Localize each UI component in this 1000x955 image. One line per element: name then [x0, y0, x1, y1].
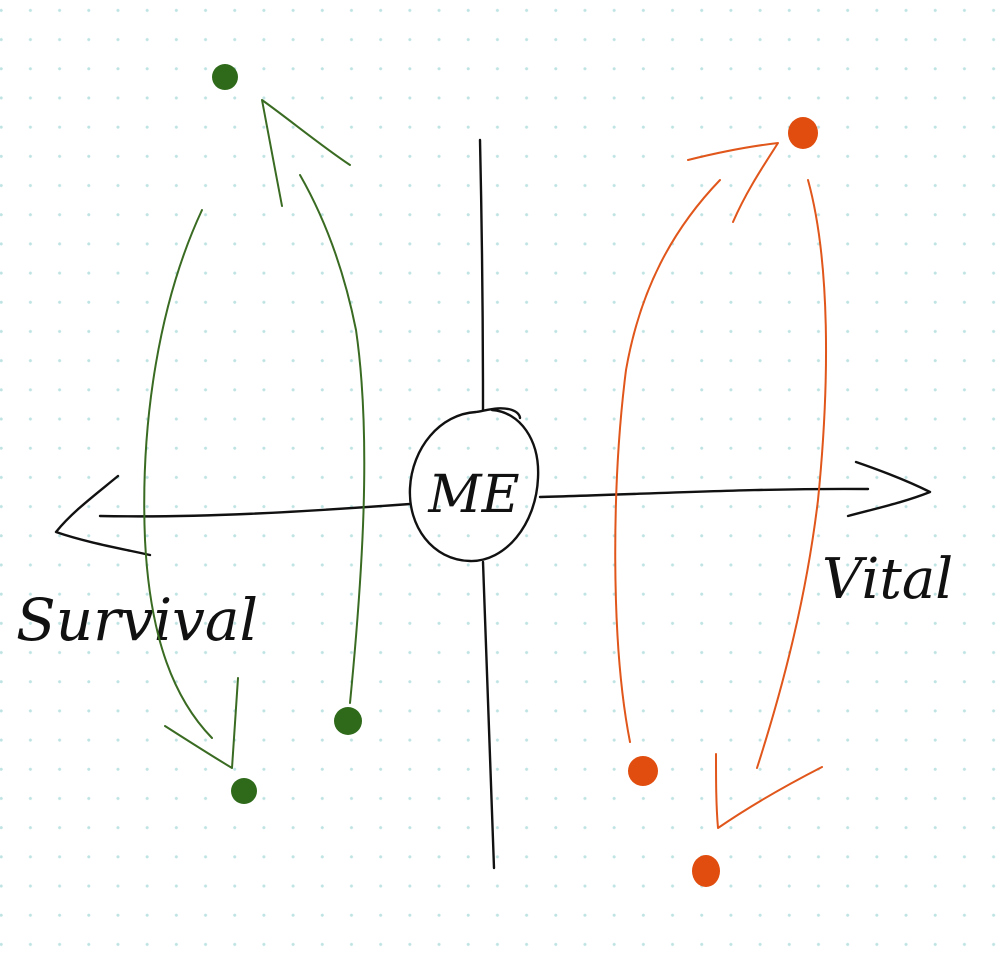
orange-arc-up [614, 179, 721, 743]
horizontal-axis-right [538, 487, 870, 499]
green-arc-up [299, 174, 366, 704]
green-dot-top [212, 64, 238, 90]
right-arrowhead [846, 460, 932, 518]
vertical-axis-upper [478, 138, 485, 412]
right-label: Vital [822, 547, 953, 612]
orange-dot-middle [628, 756, 658, 786]
orange-arc-down [756, 179, 828, 769]
center-circle [408, 407, 540, 563]
left-arrowhead [54, 474, 152, 557]
orange-arrowhead-down [715, 753, 823, 829]
green-dot-middle [334, 707, 362, 735]
horizontal-axis-left [98, 502, 412, 518]
orange-dot-bottom [692, 855, 720, 887]
orange-arrowhead-up [687, 142, 779, 223]
green-arc-down [143, 209, 213, 739]
orange-dot-top [788, 117, 818, 149]
green-arrowhead-up [261, 99, 351, 207]
green-arrowhead-down [164, 677, 239, 769]
center-label: ME [427, 465, 519, 525]
green-dot-bottom [231, 778, 257, 804]
left-label: Survival [16, 586, 258, 654]
vertical-axis-lower [481, 560, 496, 870]
